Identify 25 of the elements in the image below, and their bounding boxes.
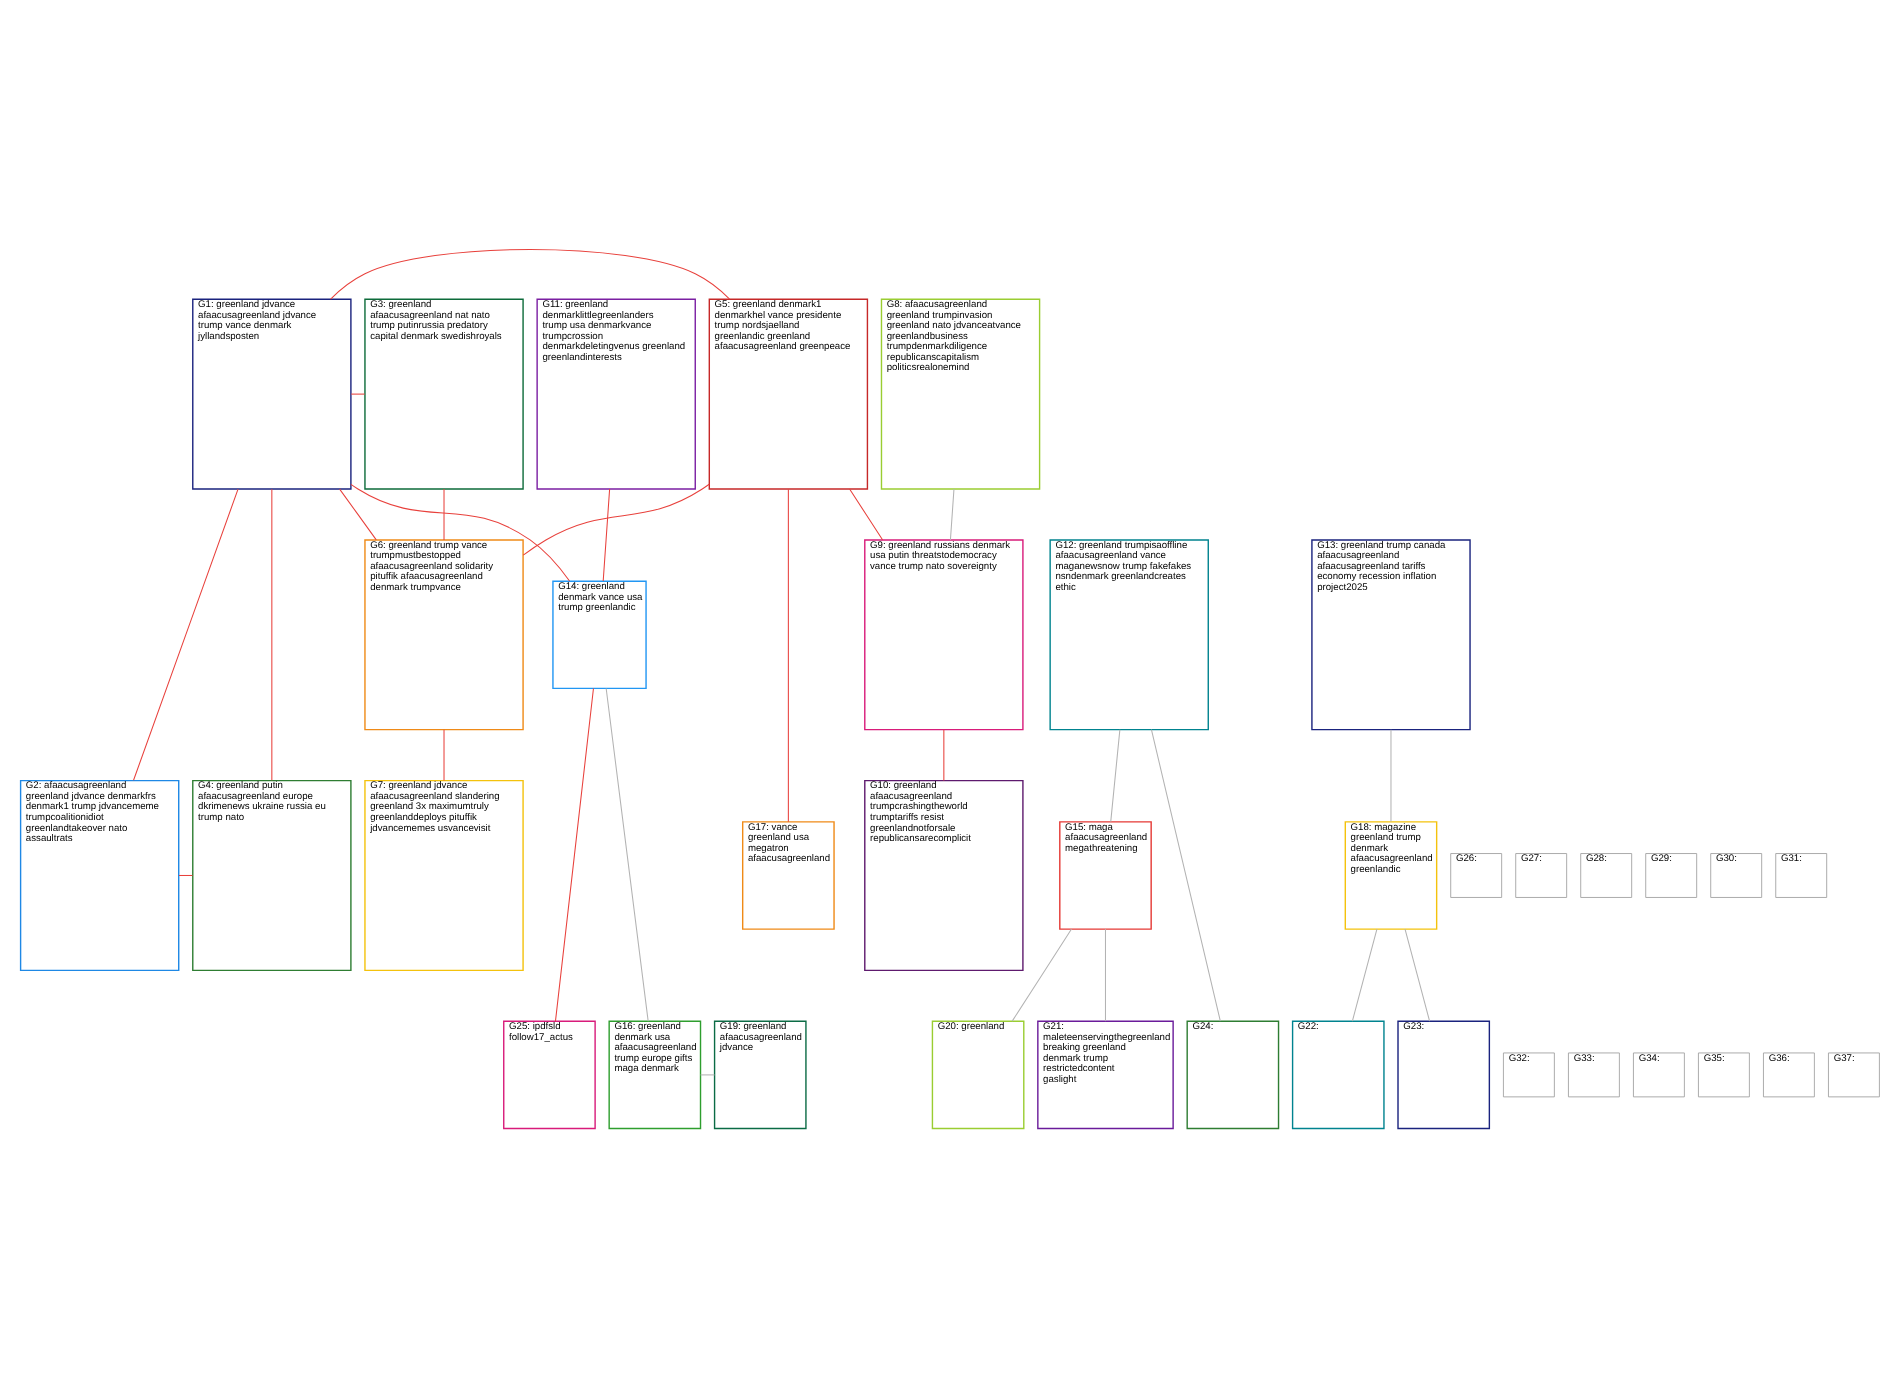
connector (522, 482, 710, 555)
connector (1110, 728, 1121, 822)
connector (339, 487, 377, 540)
connector (1351, 927, 1378, 1021)
connector (943, 728, 945, 781)
connector (271, 487, 273, 780)
connector (787, 487, 789, 822)
connector (350, 482, 571, 581)
connector (330, 248, 731, 299)
connector (1011, 927, 1073, 1021)
connector (949, 487, 955, 540)
connector (849, 487, 884, 540)
connector (443, 487, 445, 540)
connector (700, 1073, 716, 1075)
connector (602, 487, 611, 581)
connector (178, 873, 193, 875)
connector (1104, 927, 1106, 1021)
connector (1390, 728, 1392, 822)
connector (350, 392, 366, 394)
connector (443, 728, 445, 781)
connector (605, 687, 649, 1021)
connector (133, 487, 239, 780)
connector (1404, 927, 1431, 1021)
connector (1150, 728, 1221, 1021)
connector (554, 687, 594, 1021)
